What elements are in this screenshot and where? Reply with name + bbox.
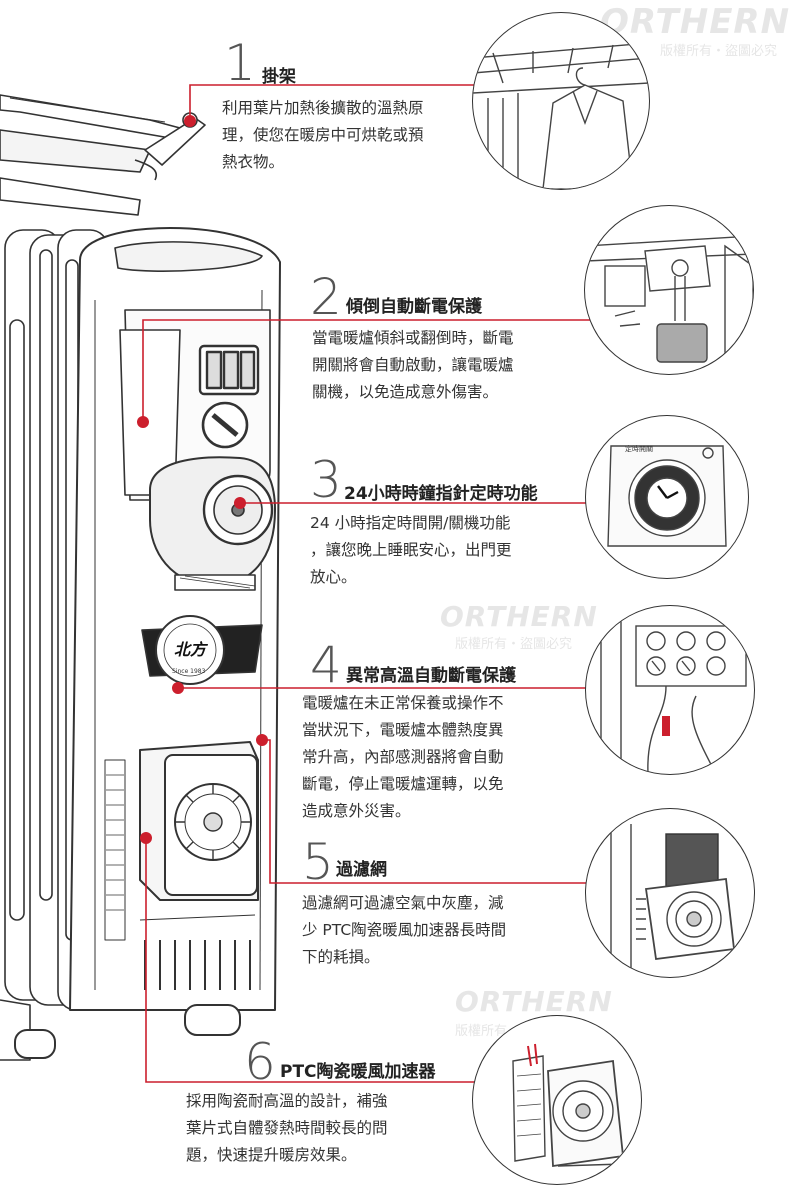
description-line: 採用陶瓷耐高溫的設計，補強 <box>186 1092 388 1110</box>
description-line: 開關將會自動啟動，讓電暖爐 <box>312 356 514 374</box>
callout-dot <box>256 734 268 746</box>
feature-title: 過濾網 <box>336 860 387 880</box>
badge-since-text: Since 1983 <box>172 668 206 675</box>
description-line: 少 PTC陶瓷暖風加速器長時間 <box>302 921 507 939</box>
feature-title: PTC陶瓷暖風加速器 <box>280 1062 436 1082</box>
callout-dot <box>137 416 149 428</box>
watermark-brand: ORTHERN <box>440 600 598 633</box>
feature-number: 5 <box>302 833 334 891</box>
description-line: 題，快速提升暖房效果。 <box>186 1146 357 1164</box>
detail-circle-hanger <box>472 12 650 190</box>
description-line: 電暖爐在未正常保養或操作不 <box>302 694 504 712</box>
detail-circle-timer <box>585 415 749 579</box>
detail-circle-filter <box>585 808 755 978</box>
feature-title: 異常高溫自動斷電保護 <box>346 666 516 686</box>
feature-description: 24 小時指定時間開/關機功能 ，讓您晚上睡眠安心，出門更 放心。 <box>310 510 512 591</box>
hanger-rack-icon <box>0 94 206 216</box>
description-line: 斷電，停止電暖爐運轉，以免 <box>302 775 504 793</box>
description-line: ，讓您晚上睡眠安心，出門更 <box>310 541 512 559</box>
watermark-brand: ORTHERN <box>600 2 791 42</box>
ptc-fan-icon <box>174 783 252 861</box>
description-line: 造成意外災害。 <box>302 802 411 820</box>
description-line: 葉片式自體發熱時間較長的問 <box>186 1119 388 1137</box>
description-line: 放心。 <box>310 568 357 586</box>
feature-number: 3 <box>310 451 342 509</box>
timer-dial-icon <box>149 456 276 586</box>
feature-description: 利用葉片加熱後擴散的溫熱原 理，使您在暖房中可烘乾或預 熱衣物。 <box>222 95 424 176</box>
feature-description: 當電暖爐傾斜或翻倒時，斷電 開關將會自動啟動，讓電暖爐 關機，以免造成意外傷害。 <box>312 325 514 406</box>
feature-title: 掛架 <box>262 67 296 87</box>
description-line: 過濾網可過濾空氣中灰塵，減 <box>302 894 504 912</box>
feature-number: 6 <box>244 1033 276 1091</box>
feature-number: 4 <box>310 636 342 694</box>
tilt-switch-icon <box>198 344 260 396</box>
description-line: 下的耗損。 <box>302 948 380 966</box>
description-line: 關機，以免造成意外傷害。 <box>312 383 499 401</box>
callout-dot <box>172 682 184 694</box>
svg-text:北方: 北方 <box>174 640 209 659</box>
detail-circle-ptc <box>472 1015 642 1185</box>
callout-dot <box>140 832 152 844</box>
description-line: 常升高，內部感測器將會自動 <box>302 748 504 766</box>
feature-number: 2 <box>310 268 342 326</box>
timer-label: 定時開關 <box>625 445 653 453</box>
watermark-copyright: 版權所有・盜圖必究 <box>455 637 573 652</box>
description-line: 熱衣物。 <box>222 153 285 171</box>
feature-title: 24小時時鐘指針定時功能 <box>344 484 538 504</box>
callout-dot <box>184 115 196 127</box>
callout-dot <box>234 497 246 509</box>
description-line: 當電暖爐傾斜或翻倒時，斷電 <box>312 329 514 347</box>
description-line: 利用葉片加熱後擴散的溫熱原 <box>222 99 424 117</box>
detail-circle-sensor <box>585 605 755 775</box>
description-line: 當狀況下，電暖爐本體熱度異 <box>302 721 504 739</box>
feature-title: 傾倒自動斷電保護 <box>346 297 482 317</box>
watermark-copyright: 版權所有・盜圖必究 <box>660 44 778 59</box>
feature-description: 電暖爐在未正常保養或操作不 當狀況下，電暖爐本體熱度異 常升高，內部感測器將會自… <box>302 690 504 825</box>
brand-logo-icon: 北方 <box>155 615 225 685</box>
detail-circle-tilt-switch <box>584 205 754 375</box>
description-line: 24 小時指定時間開/關機功能 <box>310 514 511 532</box>
feature-description: 採用陶瓷耐高溫的設計，補強 葉片式自體發熱時間較長的問 題，快速提升暖房效果。 <box>186 1088 388 1169</box>
feature-description: 過濾網可過濾空氣中灰塵，減 少 PTC陶瓷暖風加速器長時間 下的耗損。 <box>302 890 506 971</box>
watermark-brand: ORTHERN <box>455 985 613 1018</box>
feature-number: 1 <box>224 34 256 92</box>
description-line: 理，使您在暖房中可烘乾或預 <box>222 126 424 144</box>
